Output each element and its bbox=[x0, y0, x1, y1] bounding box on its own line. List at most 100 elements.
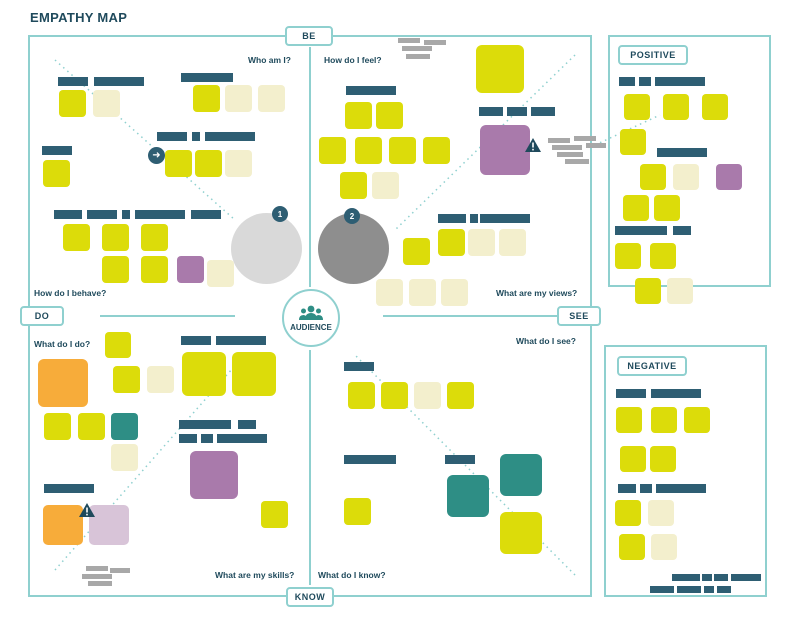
label-bar bbox=[650, 586, 674, 593]
sticky-note[interactable] bbox=[620, 446, 646, 472]
sticky-note[interactable] bbox=[102, 224, 129, 251]
sticky-note[interactable] bbox=[447, 475, 489, 517]
sticky-note[interactable] bbox=[500, 454, 542, 496]
sticky-note[interactable] bbox=[141, 256, 168, 283]
sticky-note[interactable] bbox=[684, 407, 710, 433]
arrow-right-icon[interactable]: ➜ bbox=[148, 147, 165, 164]
do-tag[interactable]: DO bbox=[20, 306, 64, 326]
sticky-note[interactable] bbox=[113, 366, 140, 393]
sticky-note[interactable] bbox=[376, 102, 403, 129]
sticky-note[interactable] bbox=[319, 137, 346, 164]
sticky-note[interactable] bbox=[447, 382, 474, 409]
sticky-note[interactable] bbox=[414, 382, 441, 409]
sticky-note[interactable] bbox=[441, 279, 468, 306]
sticky-note[interactable] bbox=[141, 224, 168, 251]
sticky-note[interactable] bbox=[190, 451, 238, 499]
sticky-note[interactable] bbox=[403, 238, 430, 265]
sticky-note[interactable] bbox=[340, 172, 367, 199]
sticky-note[interactable] bbox=[651, 534, 677, 560]
sticky-note[interactable] bbox=[89, 505, 129, 545]
sticky-note[interactable] bbox=[499, 229, 526, 256]
label-bar bbox=[672, 574, 700, 581]
sticky-note[interactable] bbox=[147, 366, 174, 393]
placeholder-bar bbox=[110, 568, 130, 573]
sticky-note[interactable] bbox=[93, 90, 120, 117]
sticky-note[interactable] bbox=[648, 500, 674, 526]
sticky-note[interactable] bbox=[232, 352, 276, 396]
persona-circle-two[interactable] bbox=[318, 213, 389, 284]
sticky-note[interactable] bbox=[716, 164, 742, 190]
sticky-note[interactable] bbox=[409, 279, 436, 306]
sticky-note[interactable] bbox=[619, 534, 645, 560]
warning-icon bbox=[525, 138, 541, 152]
sticky-note[interactable] bbox=[650, 446, 676, 472]
sticky-note[interactable] bbox=[348, 382, 375, 409]
sticky-note[interactable] bbox=[468, 229, 495, 256]
sticky-note[interactable] bbox=[476, 45, 524, 93]
placeholder-bar bbox=[548, 138, 570, 143]
sticky-note[interactable] bbox=[635, 278, 661, 304]
sticky-note[interactable] bbox=[344, 498, 371, 525]
sticky-note[interactable] bbox=[389, 137, 416, 164]
negative-tag[interactable]: NEGATIVE bbox=[617, 356, 687, 376]
sticky-note[interactable] bbox=[640, 164, 666, 190]
sticky-note[interactable] bbox=[193, 85, 220, 112]
sticky-note[interactable] bbox=[38, 359, 88, 407]
sticky-note[interactable] bbox=[63, 224, 90, 251]
sticky-note[interactable] bbox=[102, 256, 129, 283]
persona-circle-one[interactable] bbox=[231, 213, 302, 284]
sticky-note[interactable] bbox=[623, 195, 649, 221]
positive-tag[interactable]: POSITIVE bbox=[618, 45, 688, 65]
sticky-note[interactable] bbox=[207, 260, 234, 287]
sticky-note[interactable] bbox=[111, 444, 138, 471]
sticky-note[interactable] bbox=[500, 512, 542, 554]
question-views: What are my views? bbox=[496, 288, 578, 298]
sticky-note[interactable] bbox=[165, 150, 192, 177]
sticky-note[interactable] bbox=[376, 279, 403, 306]
sticky-note[interactable] bbox=[381, 382, 408, 409]
sticky-note[interactable] bbox=[78, 413, 105, 440]
sticky-note[interactable] bbox=[105, 332, 131, 358]
sticky-note[interactable] bbox=[44, 413, 71, 440]
sticky-note[interactable] bbox=[663, 94, 689, 120]
sticky-note[interactable] bbox=[667, 278, 693, 304]
sticky-note[interactable] bbox=[480, 125, 530, 175]
page-title: EMPATHY MAP bbox=[30, 10, 128, 25]
label-bar bbox=[344, 362, 374, 371]
sticky-note[interactable] bbox=[111, 413, 138, 440]
sticky-note[interactable] bbox=[182, 352, 226, 396]
sticky-note[interactable] bbox=[195, 150, 222, 177]
sticky-note[interactable] bbox=[615, 243, 641, 269]
see-tag[interactable]: SEE bbox=[557, 306, 601, 326]
placeholder-bar bbox=[406, 54, 430, 59]
label-bar bbox=[438, 214, 466, 223]
know-tag[interactable]: KNOW bbox=[286, 587, 334, 607]
sticky-note[interactable] bbox=[43, 505, 83, 545]
label-bar bbox=[655, 77, 705, 86]
sticky-note[interactable] bbox=[59, 90, 86, 117]
sticky-note[interactable] bbox=[616, 407, 642, 433]
sticky-note[interactable] bbox=[423, 137, 450, 164]
sticky-note[interactable] bbox=[225, 150, 252, 177]
sticky-note[interactable] bbox=[345, 102, 372, 129]
sticky-note[interactable] bbox=[650, 243, 676, 269]
be-tag[interactable]: BE bbox=[285, 26, 333, 46]
sticky-note[interactable] bbox=[372, 172, 399, 199]
sticky-note[interactable] bbox=[258, 85, 285, 112]
sticky-note[interactable] bbox=[615, 500, 641, 526]
audience-node[interactable]: AUDIENCE bbox=[282, 289, 340, 347]
sticky-note[interactable] bbox=[654, 195, 680, 221]
sticky-note[interactable] bbox=[261, 501, 288, 528]
sticky-note[interactable] bbox=[355, 137, 382, 164]
sticky-note[interactable] bbox=[673, 164, 699, 190]
sticky-note[interactable] bbox=[620, 129, 646, 155]
sticky-note[interactable] bbox=[177, 256, 204, 283]
label-bar bbox=[87, 210, 117, 219]
label-bar bbox=[639, 77, 651, 86]
sticky-note[interactable] bbox=[624, 94, 650, 120]
sticky-note[interactable] bbox=[225, 85, 252, 112]
sticky-note[interactable] bbox=[651, 407, 677, 433]
sticky-note[interactable] bbox=[43, 160, 70, 187]
sticky-note[interactable] bbox=[438, 229, 465, 256]
sticky-note[interactable] bbox=[702, 94, 728, 120]
